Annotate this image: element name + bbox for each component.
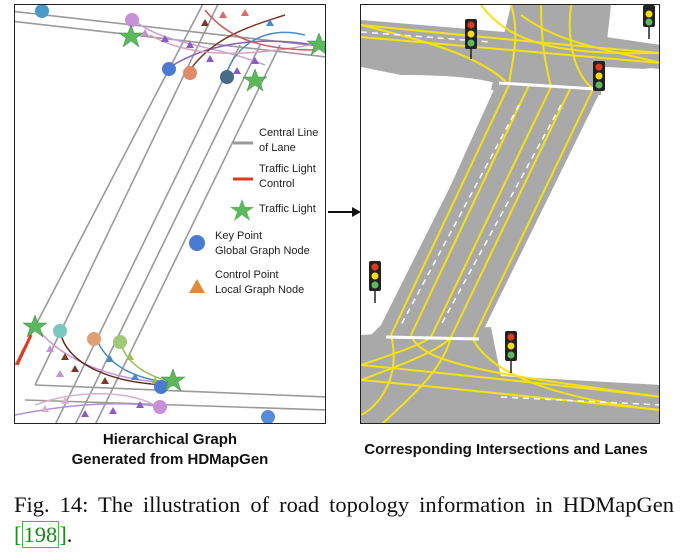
hierarchical-graph-figure: Central Line of Lane Traffic Light Contr… <box>15 5 325 423</box>
citation-link[interactable]: 198 <box>21 521 60 548</box>
dashed-lines <box>361 31 659 406</box>
figure-caption-end: . <box>66 522 73 547</box>
legend-key-point-label-1: Key Point <box>215 230 262 242</box>
legend: Central Line of Lane Traffic Light Contr… <box>189 127 318 296</box>
legend-control-point-swatch <box>189 279 205 293</box>
legend-traffic-light-label: Traffic Light <box>259 203 316 215</box>
left-caption-line-2: Generated from HDMapGen <box>71 451 269 468</box>
legend-control-point-label-1: Control Point <box>215 269 279 281</box>
intersections-lanes-panel <box>360 4 660 424</box>
intersections-lanes-figure <box>361 5 659 423</box>
lane-center-lines <box>15 5 325 423</box>
traffic-light-icons <box>369 5 655 373</box>
legend-control-point-label-2: Local Graph Node <box>215 284 304 296</box>
legend-traffic-light-control-label-2: Control <box>259 178 294 190</box>
legend-key-point-label-2: Global Graph Node <box>215 245 310 257</box>
traffic-light-control-line <box>15 334 33 366</box>
traffic-light-stars <box>22 24 325 392</box>
legend-traffic-light-control-label-1: Traffic Light <box>259 163 316 175</box>
figure-caption: Fig. 14: The illustration of road topolo… <box>14 490 674 550</box>
legend-central-line-label-1: Central Line <box>259 127 318 139</box>
hierarchical-graph-caption: Hierarchical Graph Generated from HDMapG… <box>14 430 326 470</box>
citation-bracket: ] <box>59 522 67 547</box>
legend-central-line-label-2: of Lane <box>259 142 296 154</box>
stop-bars <box>385 81 597 341</box>
citation-bracket-open: [ <box>14 522 22 547</box>
figure-caption-text: Fig. 14: The illustration of road topolo… <box>14 492 674 517</box>
arrow-right-icon <box>328 207 361 217</box>
lane-markings <box>361 5 659 423</box>
hierarchical-graph-panel: Central Line of Lane Traffic Light Contr… <box>14 4 326 424</box>
legend-star-icon <box>230 199 254 221</box>
intersections-caption: Corresponding Intersections and Lanes <box>364 441 648 458</box>
legend-key-point-swatch <box>189 235 205 251</box>
control-points <box>41 9 274 417</box>
left-caption-line-1: Hierarchical Graph <box>102 431 238 448</box>
sidewalk-corners <box>361 5 659 385</box>
key-points <box>35 5 275 423</box>
